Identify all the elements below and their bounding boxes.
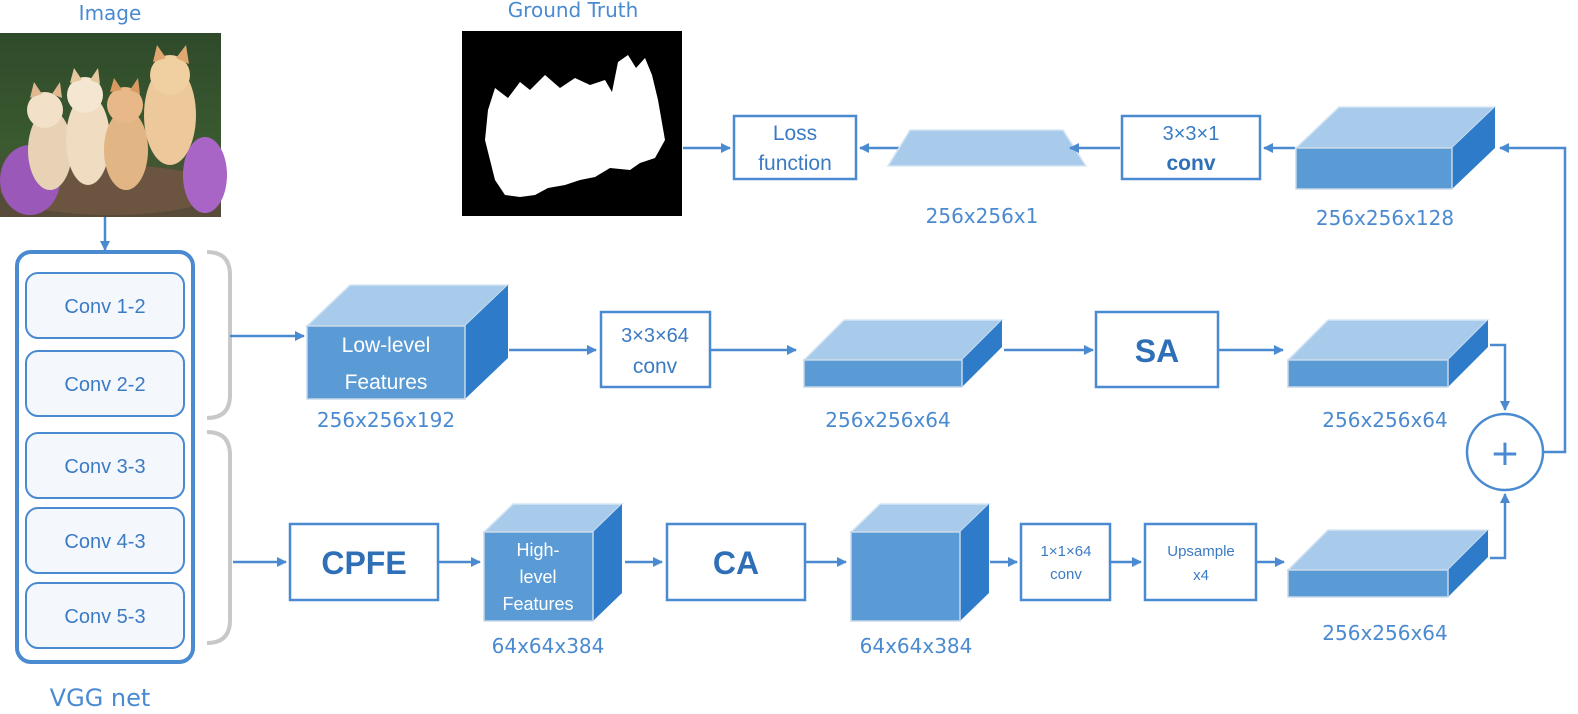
dim-label: 256x256x128 bbox=[1316, 206, 1454, 230]
low-level-line2: Features bbox=[345, 371, 428, 394]
upper-brace bbox=[206, 250, 232, 420]
dim-label: 256x256x1 bbox=[926, 204, 1039, 228]
loss-function-line1: Loss bbox=[773, 122, 817, 145]
conv-3x3x1-line1: 3×3×1 bbox=[1163, 123, 1220, 145]
dim-label: 64x64x384 bbox=[492, 634, 605, 658]
sa-box bbox=[1094, 310, 1220, 389]
dim-label: 256x256x64 bbox=[825, 408, 950, 432]
dim-label: 256x256x64 bbox=[1322, 621, 1447, 645]
vgg-layer-label: Conv 2-2 bbox=[64, 374, 145, 396]
conv-1x1x64-line2: conv bbox=[1050, 566, 1082, 583]
conv-3x3x64-box bbox=[599, 310, 712, 389]
image-label: Image bbox=[79, 1, 142, 25]
low-level-features-cube bbox=[305, 284, 510, 400]
feature-cube-64x64x384 bbox=[849, 503, 991, 622]
lower-brace bbox=[206, 430, 232, 645]
ca-label: CA bbox=[713, 545, 759, 581]
conv-3x3x64-line1: 3×3×64 bbox=[621, 325, 689, 347]
vgg-layer-conv3-3 bbox=[25, 432, 185, 499]
vgg-layer-label: Conv 3-3 bbox=[64, 456, 145, 478]
vgg-net-label: VGG net bbox=[50, 684, 151, 712]
vgg-layer-label: Conv 4-3 bbox=[64, 531, 145, 553]
upsample-box bbox=[1143, 522, 1258, 602]
high-level-features-cube bbox=[482, 503, 624, 622]
high-level-line2: level bbox=[519, 567, 556, 587]
conv-1x1x64-box bbox=[1019, 522, 1112, 602]
feature-cube-256x256x64-a bbox=[802, 319, 1004, 388]
feature-cube-256x256x64-c bbox=[1286, 529, 1490, 598]
ground-truth-mask bbox=[462, 31, 682, 216]
loss-function-box bbox=[732, 114, 858, 181]
dim-label: 256x256x64 bbox=[1322, 408, 1447, 432]
upsample-line2: x4 bbox=[1193, 567, 1209, 584]
low-level-line1: Low-level bbox=[342, 334, 431, 357]
vgg-layer-conv1-2 bbox=[25, 272, 185, 339]
kittens-image bbox=[0, 33, 227, 217]
upsample-line1: Upsample bbox=[1167, 543, 1235, 560]
sa-label: SA bbox=[1135, 333, 1179, 369]
saliency-map-plane bbox=[886, 129, 1088, 167]
conv-3x3x1-line2: conv bbox=[1166, 152, 1215, 175]
dim-label: 256x256x192 bbox=[317, 408, 455, 432]
vgg-layer-list: Conv 1-2 Conv 2-2 Conv 3-3 Conv 4-3 Conv… bbox=[25, 272, 185, 649]
conv-3x3x64-line2: conv bbox=[633, 355, 678, 378]
feature-cube-256x256x128 bbox=[1294, 106, 1497, 190]
cpfe-box bbox=[288, 522, 440, 602]
cpfe-label: CPFE bbox=[321, 545, 406, 581]
vgg-layer-label: Conv 5-3 bbox=[64, 606, 145, 628]
loss-function-line2: function bbox=[758, 152, 832, 175]
conv-3x3x1-box bbox=[1120, 114, 1262, 181]
conv-1x1x64-line1: 1×1×64 bbox=[1041, 543, 1092, 560]
vgg-layer-conv4-3 bbox=[25, 507, 185, 574]
dim-label: 64x64x384 bbox=[860, 634, 973, 658]
vgg-layer-label: Conv 1-2 bbox=[64, 296, 145, 318]
ground-truth-label: Ground Truth bbox=[508, 0, 639, 22]
sum-node bbox=[1465, 412, 1545, 492]
high-level-line1: High- bbox=[516, 540, 559, 560]
feature-cube-256x256x64-b bbox=[1286, 319, 1490, 388]
vgg-layer-conv5-3 bbox=[25, 582, 185, 649]
ca-box bbox=[665, 522, 807, 602]
vgg-layer-conv2-2 bbox=[25, 350, 185, 417]
plus-icon: + bbox=[1490, 433, 1520, 474]
high-level-line3: Features bbox=[502, 594, 573, 614]
